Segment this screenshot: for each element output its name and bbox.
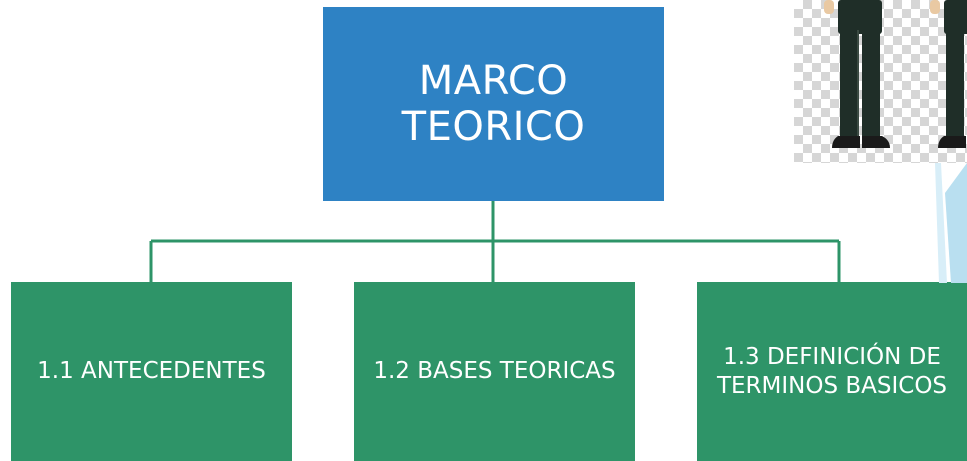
child-node-label: 1.2 BASES TEORICAS — [373, 358, 616, 385]
root-node-marco-teorico: MARCO TEORICO — [323, 7, 664, 201]
left-figure — [824, 0, 890, 148]
child-node-label: 1.3 DEFINICIÓN DE TERMINOS BASICOS — [716, 343, 948, 399]
root-node-label: MARCO TEORICO — [401, 58, 586, 150]
child-node-definicion-terminos: 1.3 DEFINICIÓN DE TERMINOS BASICOS — [697, 282, 967, 461]
decorative-light-blue-slivers — [935, 163, 967, 283]
checkerboard-background — [794, 0, 967, 163]
child-node-bases-teoricas: 1.2 BASES TEORICAS — [354, 282, 635, 461]
child-node-label: 1.1 ANTECEDENTES — [37, 358, 266, 385]
uniformed-figures-illustration — [824, 0, 967, 148]
sliver-shape — [945, 163, 967, 283]
right-figure — [930, 0, 967, 148]
sliver-shape — [935, 163, 947, 283]
child-node-antecedentes: 1.1 ANTECEDENTES — [11, 282, 292, 461]
